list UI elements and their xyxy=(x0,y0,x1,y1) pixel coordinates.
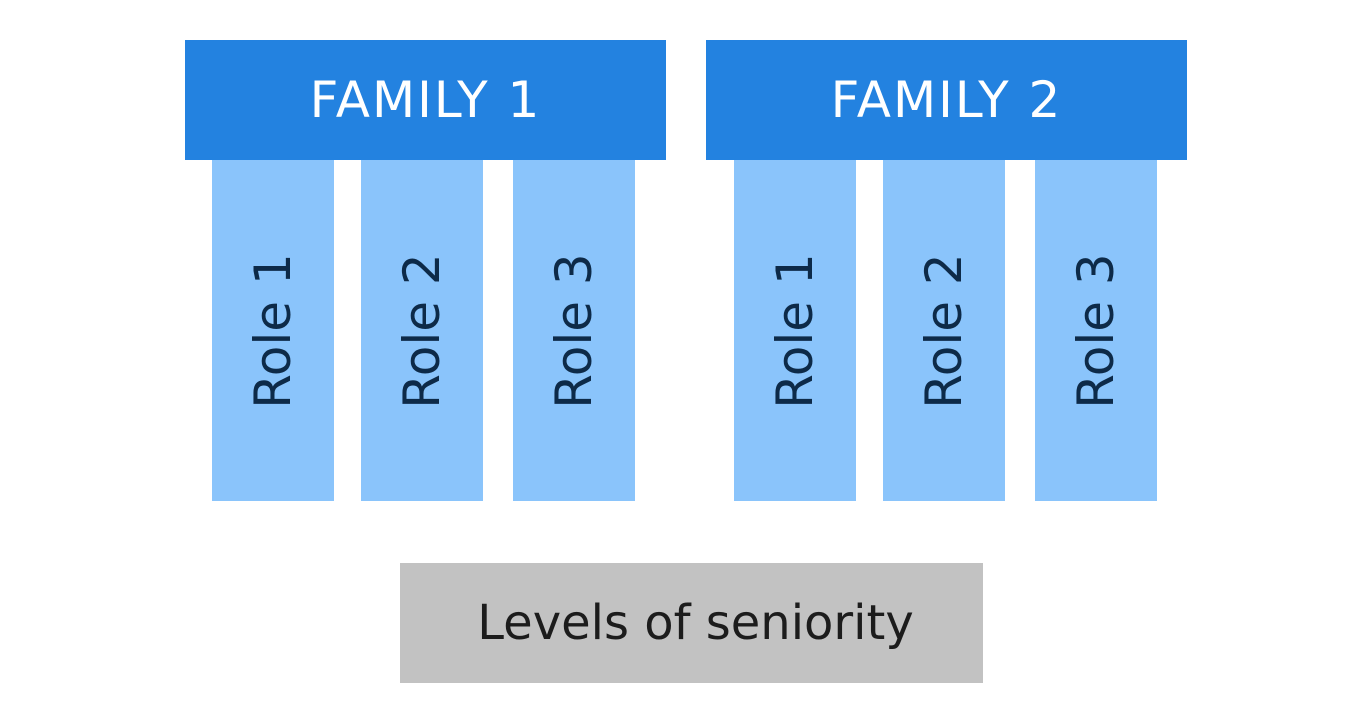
family-2-role-1-label: Role 1 xyxy=(766,252,824,409)
family-1-role-2-column: Role 2 xyxy=(361,160,483,501)
family-1-role-1-column: Role 1 xyxy=(212,160,334,501)
seniority-label: Levels of seniority xyxy=(477,595,914,651)
family-2-header: FAMILY 2 xyxy=(706,40,1187,160)
family-2-role-2-column: Role 2 xyxy=(883,160,1005,501)
family-1-role-3-label: Role 3 xyxy=(545,252,603,409)
family-2-role-3-label: Role 3 xyxy=(1067,252,1125,409)
family-1-role-2-label: Role 2 xyxy=(393,252,451,409)
family-1-role-1-label: Role 1 xyxy=(244,252,302,409)
family-1-title: FAMILY 1 xyxy=(309,71,542,129)
family-1-header: FAMILY 1 xyxy=(185,40,666,160)
family-2-role-2-label: Role 2 xyxy=(915,252,973,409)
seniority-bar: Levels of seniority xyxy=(400,563,983,683)
family-2-role-1-column: Role 1 xyxy=(734,160,856,501)
family-2-title: FAMILY 2 xyxy=(830,71,1063,129)
family-2-role-3-column: Role 3 xyxy=(1035,160,1157,501)
family-1-role-3-column: Role 3 xyxy=(513,160,635,501)
